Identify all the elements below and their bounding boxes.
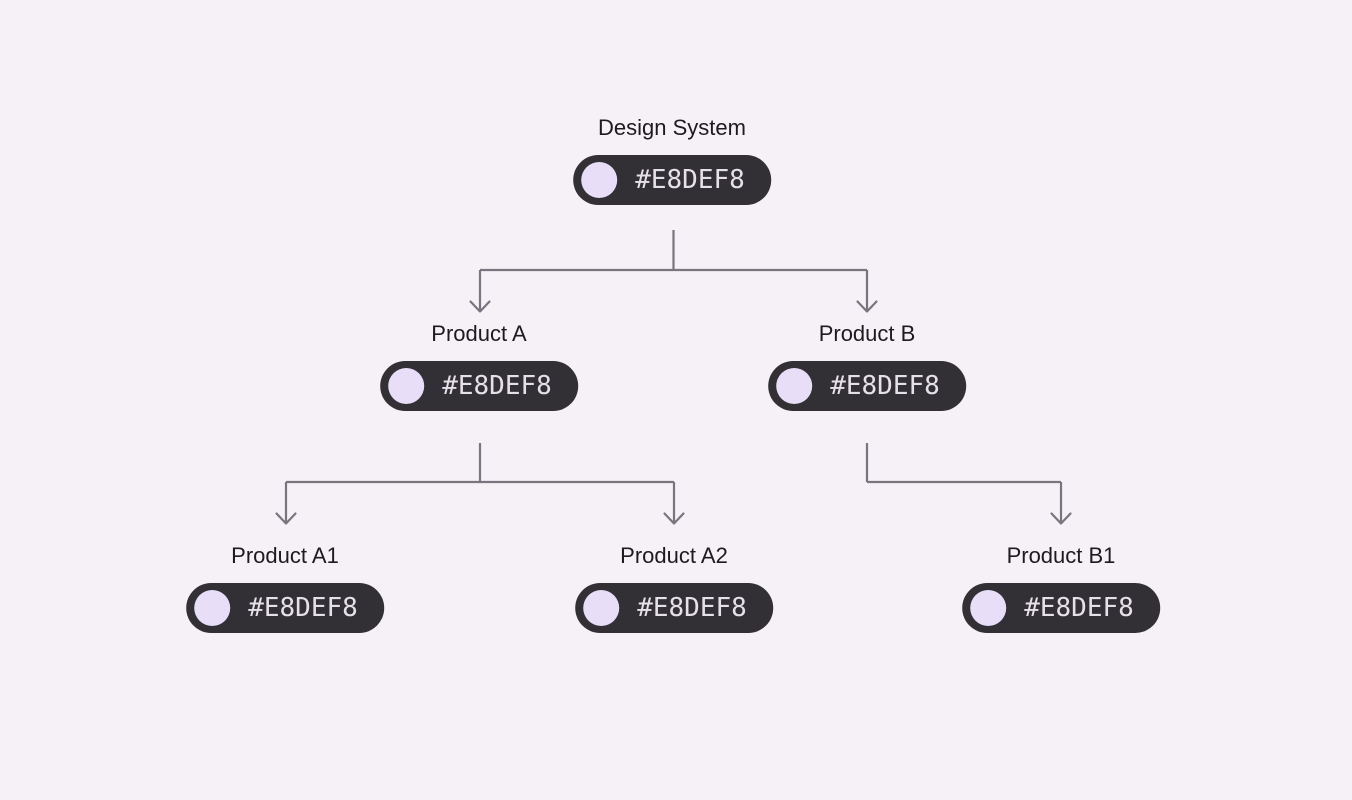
hex-value: #E8DEF8: [830, 371, 940, 401]
color-token-chip: #E8DEF8: [573, 155, 771, 205]
node-label: Product B: [818, 321, 916, 346]
color-token-chip: #E8DEF8: [768, 361, 966, 411]
node-label: Design System: [598, 115, 746, 140]
node-product-b1: Product B1 #E8DEF8: [962, 543, 1160, 633]
color-swatch-icon: [581, 162, 618, 198]
node-product-b: Product B #E8DEF8: [768, 321, 966, 411]
node-label: Product A2: [620, 543, 728, 568]
color-swatch-icon: [388, 368, 425, 404]
color-swatch-icon: [776, 368, 813, 404]
node-design-system: Design System #E8DEF8: [573, 115, 771, 205]
color-swatch-icon: [970, 590, 1007, 626]
color-swatch-icon: [583, 590, 620, 626]
connector-product-a-to-children: [275, 443, 685, 525]
connector-product-b-to-children: [865, 443, 1072, 525]
connector-root-to-children: [469, 230, 878, 313]
node-product-a2: Product A2 #E8DEF8: [575, 543, 773, 633]
hex-value: #E8DEF8: [1024, 593, 1134, 623]
node-label: Product A1: [231, 543, 339, 568]
hex-value: #E8DEF8: [635, 165, 745, 195]
node-product-a: Product A #E8DEF8: [380, 321, 578, 411]
color-token-chip: #E8DEF8: [380, 361, 578, 411]
color-token-chip: #E8DEF8: [962, 583, 1160, 633]
hex-value: #E8DEF8: [248, 593, 358, 623]
node-label: Product B1: [1006, 543, 1116, 568]
hex-value: #E8DEF8: [442, 371, 552, 401]
color-token-chip: #E8DEF8: [575, 583, 773, 633]
color-swatch-icon: [194, 590, 231, 626]
node-product-a1: Product A1 #E8DEF8: [186, 543, 384, 633]
hex-value: #E8DEF8: [637, 593, 747, 623]
color-token-chip: #E8DEF8: [186, 583, 384, 633]
node-label: Product A: [431, 321, 527, 346]
